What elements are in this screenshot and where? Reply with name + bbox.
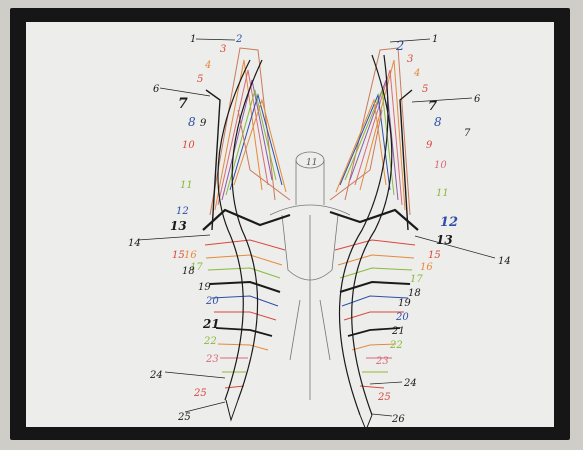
- right-label-24: 24: [403, 378, 417, 389]
- right-wing: [330, 48, 418, 430]
- left-label-20: 20: [205, 296, 219, 307]
- left-label-5: 5: [197, 74, 203, 85]
- left-label-25b: 25: [177, 412, 191, 423]
- right-label-17: 17: [410, 274, 423, 285]
- right-label-7: 7: [428, 99, 437, 114]
- right-label-25: 25: [377, 392, 391, 403]
- left-label-22: 22: [203, 336, 217, 347]
- left-label-8: 8: [188, 115, 196, 129]
- left-label-11: 11: [180, 180, 193, 191]
- left-label-24: 24: [149, 370, 163, 381]
- right-label-1: 1: [432, 34, 438, 45]
- left-label-13: 13: [170, 219, 187, 233]
- right-label-4: 4: [413, 68, 420, 79]
- left-label-19: 19: [198, 282, 211, 293]
- centre-numeral: 11: [306, 158, 317, 168]
- right-label-19: 19: [398, 298, 411, 309]
- right-label-3: 3: [407, 54, 413, 65]
- left-label-18: 18: [182, 266, 195, 277]
- right-label-10: 10: [434, 160, 447, 171]
- left-label-4: 4: [204, 60, 211, 71]
- left-label-25: 25: [193, 388, 207, 399]
- left-label-21: 21: [202, 317, 220, 331]
- left-label-7: 7: [178, 96, 188, 112]
- right-label-15: 15: [428, 250, 441, 261]
- right-label-26: 26: [391, 414, 405, 425]
- left-label-12: 12: [176, 206, 189, 217]
- left-label-15: 15: [172, 250, 185, 261]
- left-label-6: 6: [153, 84, 160, 95]
- central-figure: [270, 152, 350, 400]
- right-label-9: 9: [426, 140, 433, 151]
- right-label-23: 23: [375, 356, 389, 367]
- right-label-12: 12: [440, 215, 458, 230]
- right-label-6: 6: [474, 94, 481, 105]
- right-label-8: 8: [434, 115, 442, 129]
- right-label-21: 21: [391, 326, 405, 337]
- right-label-22: 22: [389, 340, 403, 351]
- right-label-13: 13: [436, 233, 453, 247]
- right-label-20: 20: [395, 312, 409, 323]
- left-label-3: 3: [220, 44, 226, 55]
- left-label-2: 2: [235, 34, 242, 45]
- right-label-7b: 7: [464, 128, 471, 139]
- left-label-10: 10: [182, 140, 195, 151]
- right-label-16: 16: [420, 262, 433, 273]
- left-label-16: 16: [184, 250, 197, 261]
- right-label-5: 5: [422, 84, 428, 95]
- left-label-9: 9: [200, 118, 207, 129]
- right-number-labels: 1 2 3 4 5 6 7 7 8 9 10 11 12 13 14 15 16…: [375, 34, 511, 425]
- right-label-11: 11: [436, 188, 449, 199]
- left-label-1: 1: [190, 34, 196, 45]
- right-label-14: 14: [498, 256, 511, 267]
- left-label-23: 23: [205, 354, 219, 365]
